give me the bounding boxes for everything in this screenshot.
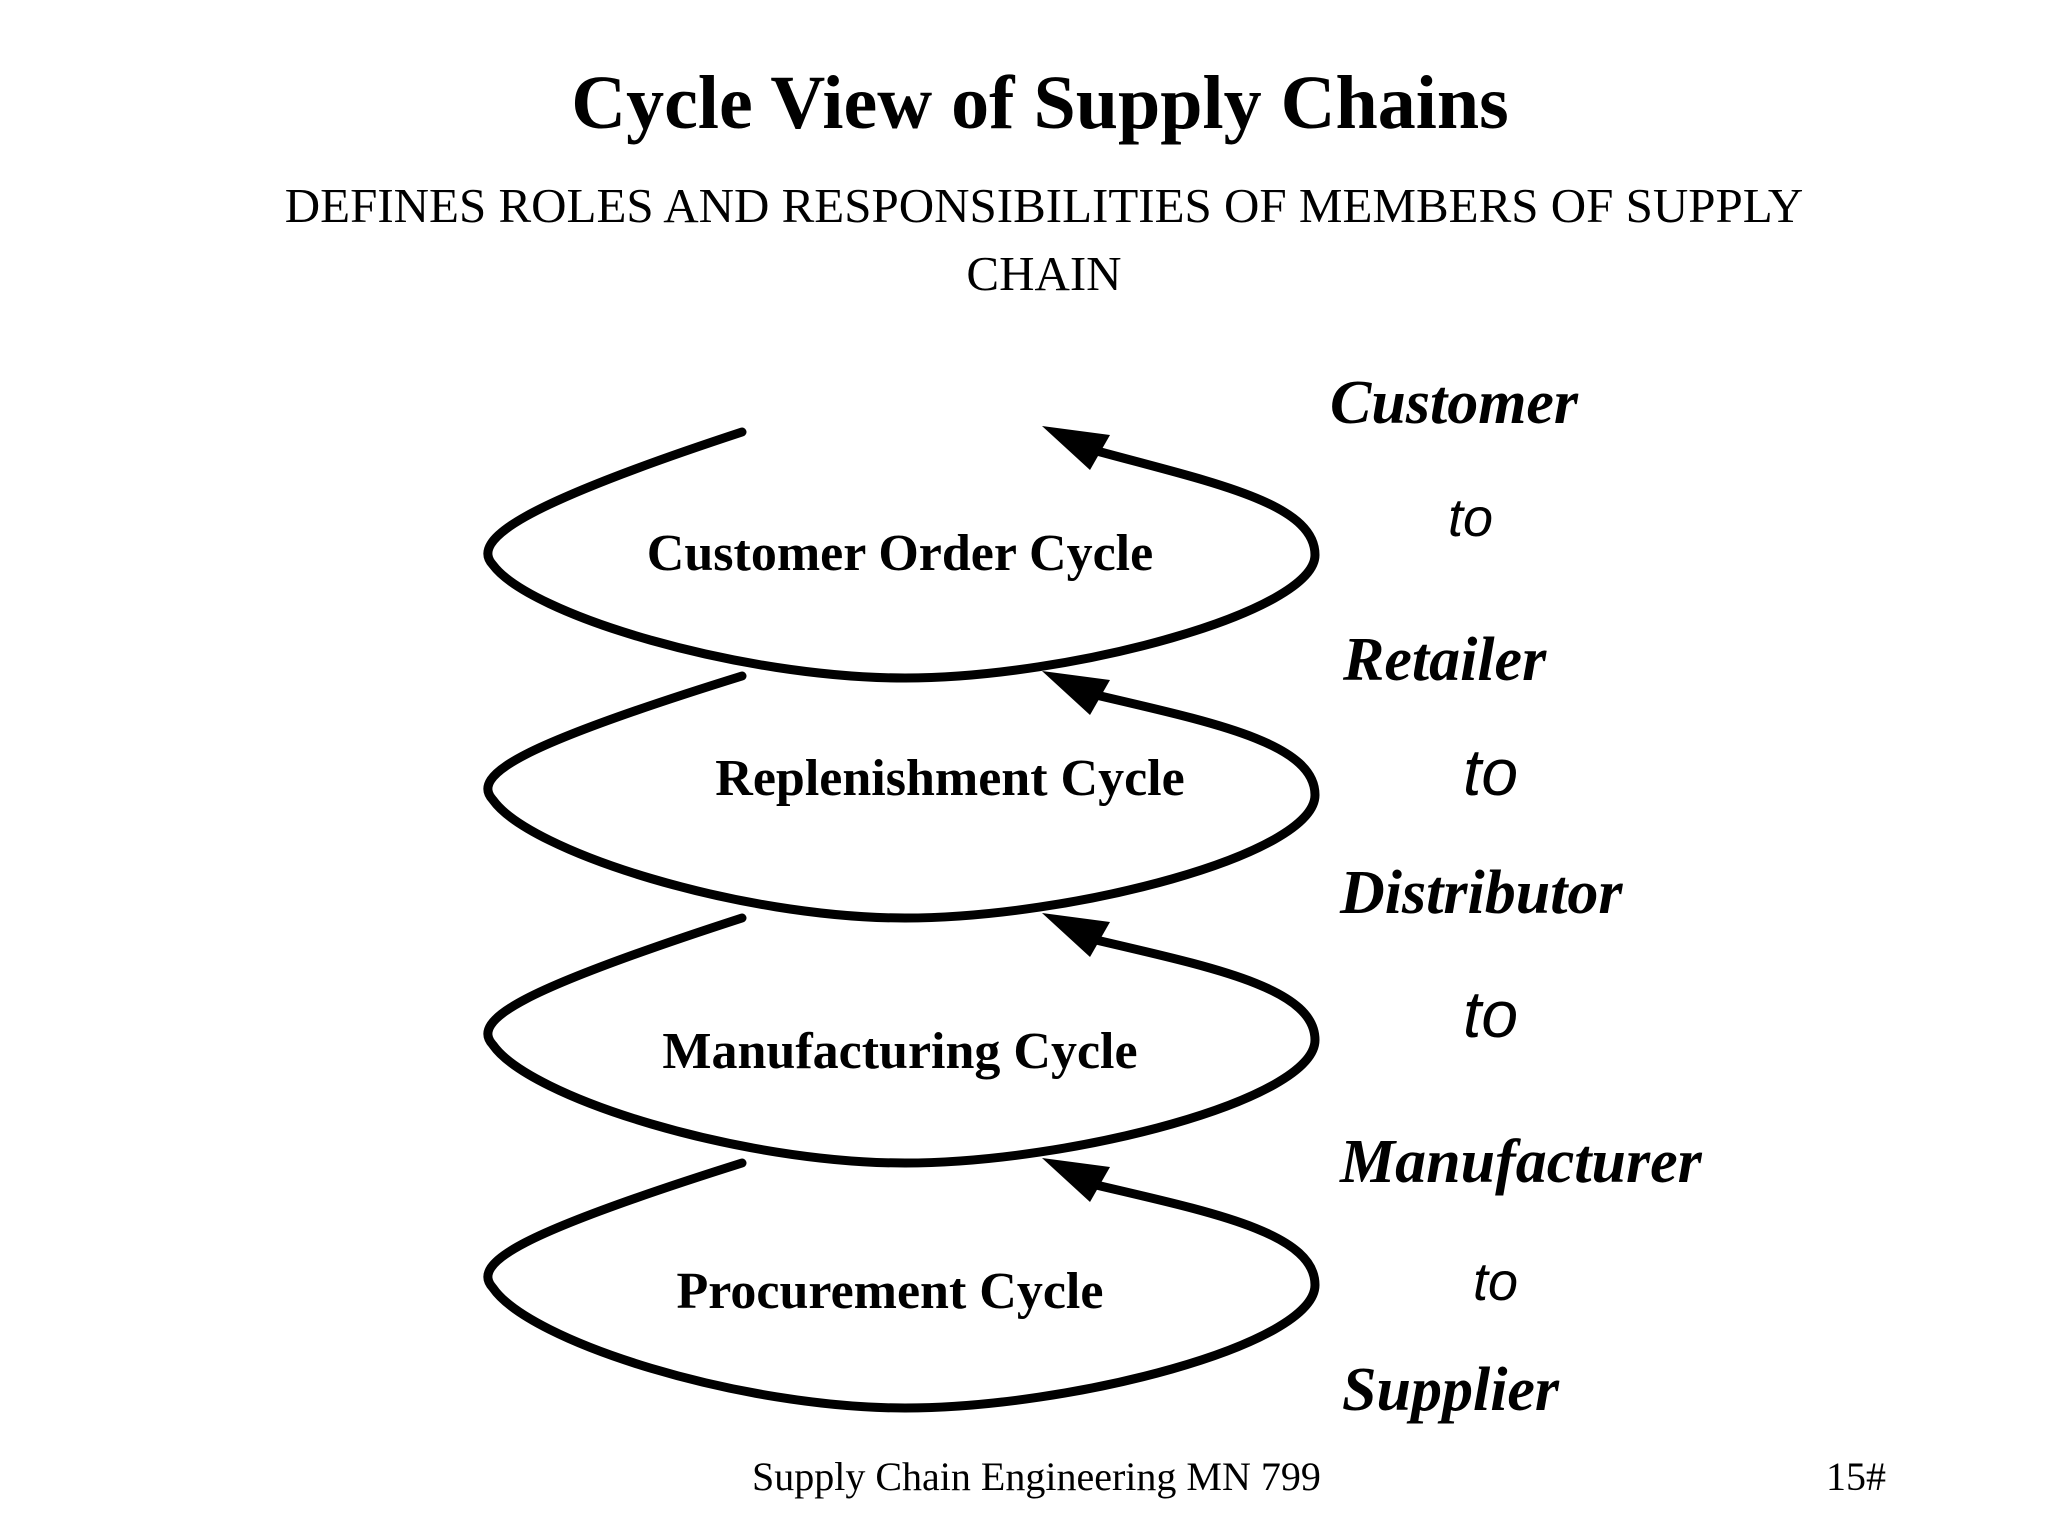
cycle-arrowhead bbox=[1042, 1158, 1110, 1202]
role-customer: Customer bbox=[1330, 369, 1579, 437]
cycle-label: Manufacturing Cycle bbox=[662, 1023, 1137, 1080]
to-connector: to bbox=[1463, 977, 1518, 1051]
to-connector: to bbox=[1473, 1252, 1518, 1312]
cycle-label: Customer Order Cycle bbox=[647, 525, 1153, 582]
cycle-arrowhead bbox=[1042, 671, 1110, 715]
slide-subtitle: DEFINES ROLES AND RESPONSIBILITIES OF ME… bbox=[284, 178, 1804, 301]
cycle-customer-order: Customer Order Cycle bbox=[483, 426, 1320, 683]
slide-title: Cycle View of Supply Chains bbox=[571, 61, 1509, 145]
cycle-replenishment: Replenishment Cycle bbox=[483, 671, 1320, 923]
cycle-loop-path bbox=[483, 427, 1320, 683]
to-connector: to bbox=[1463, 735, 1518, 809]
role-retailer: Retailer bbox=[1342, 626, 1547, 694]
footer-course: Supply Chain Engineering MN 799 bbox=[752, 1454, 1321, 1499]
role-distributor: Distributor bbox=[1339, 859, 1623, 927]
role-supplier: Supplier bbox=[1342, 1356, 1560, 1424]
to-connector: to bbox=[1448, 488, 1493, 548]
cycle-loop-path bbox=[483, 913, 1320, 1168]
cycle-label: Procurement Cycle bbox=[677, 1263, 1104, 1320]
cycle-arrowhead bbox=[1042, 913, 1110, 957]
role-manufacturer: Manufacturer bbox=[1339, 1128, 1703, 1196]
cycle-arrowhead bbox=[1042, 426, 1110, 470]
cycle-label: Replenishment Cycle bbox=[715, 750, 1184, 807]
cycle-loop-path bbox=[483, 671, 1320, 923]
cycle-procurement: Procurement Cycle bbox=[483, 1158, 1320, 1413]
cycle-manufacturing: Manufacturing Cycle bbox=[483, 913, 1320, 1168]
cycle-loop-path bbox=[483, 1158, 1320, 1413]
page-number: 15# bbox=[1826, 1454, 1886, 1499]
